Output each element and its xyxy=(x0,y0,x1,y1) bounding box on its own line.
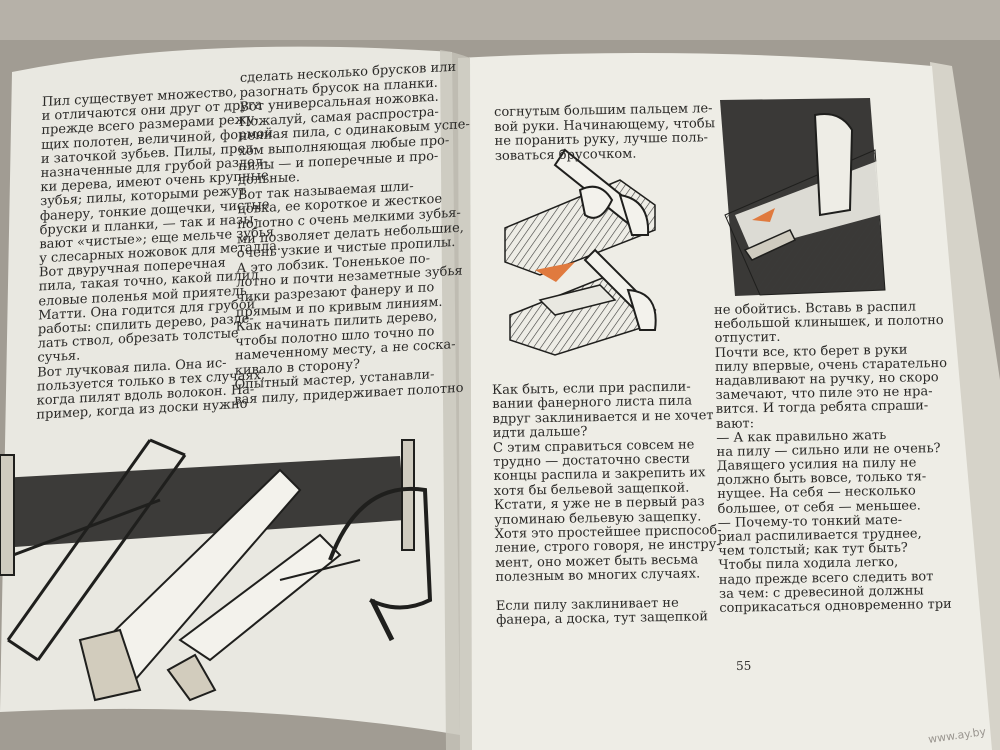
page-number: 55 xyxy=(735,658,752,673)
page-stack-edge xyxy=(930,62,1000,750)
right-page-top-text: согнутым большим пальцем ле-вой руки. На… xyxy=(494,101,716,164)
right-page-column-1: Как быть, если при распили-вании фанерно… xyxy=(492,380,723,629)
wedge-illustration xyxy=(720,98,886,296)
sawing-illustration xyxy=(504,148,657,356)
left-page-column-1: Пил существует множество,и отличаются он… xyxy=(36,85,281,423)
saws-illustration xyxy=(0,438,433,702)
